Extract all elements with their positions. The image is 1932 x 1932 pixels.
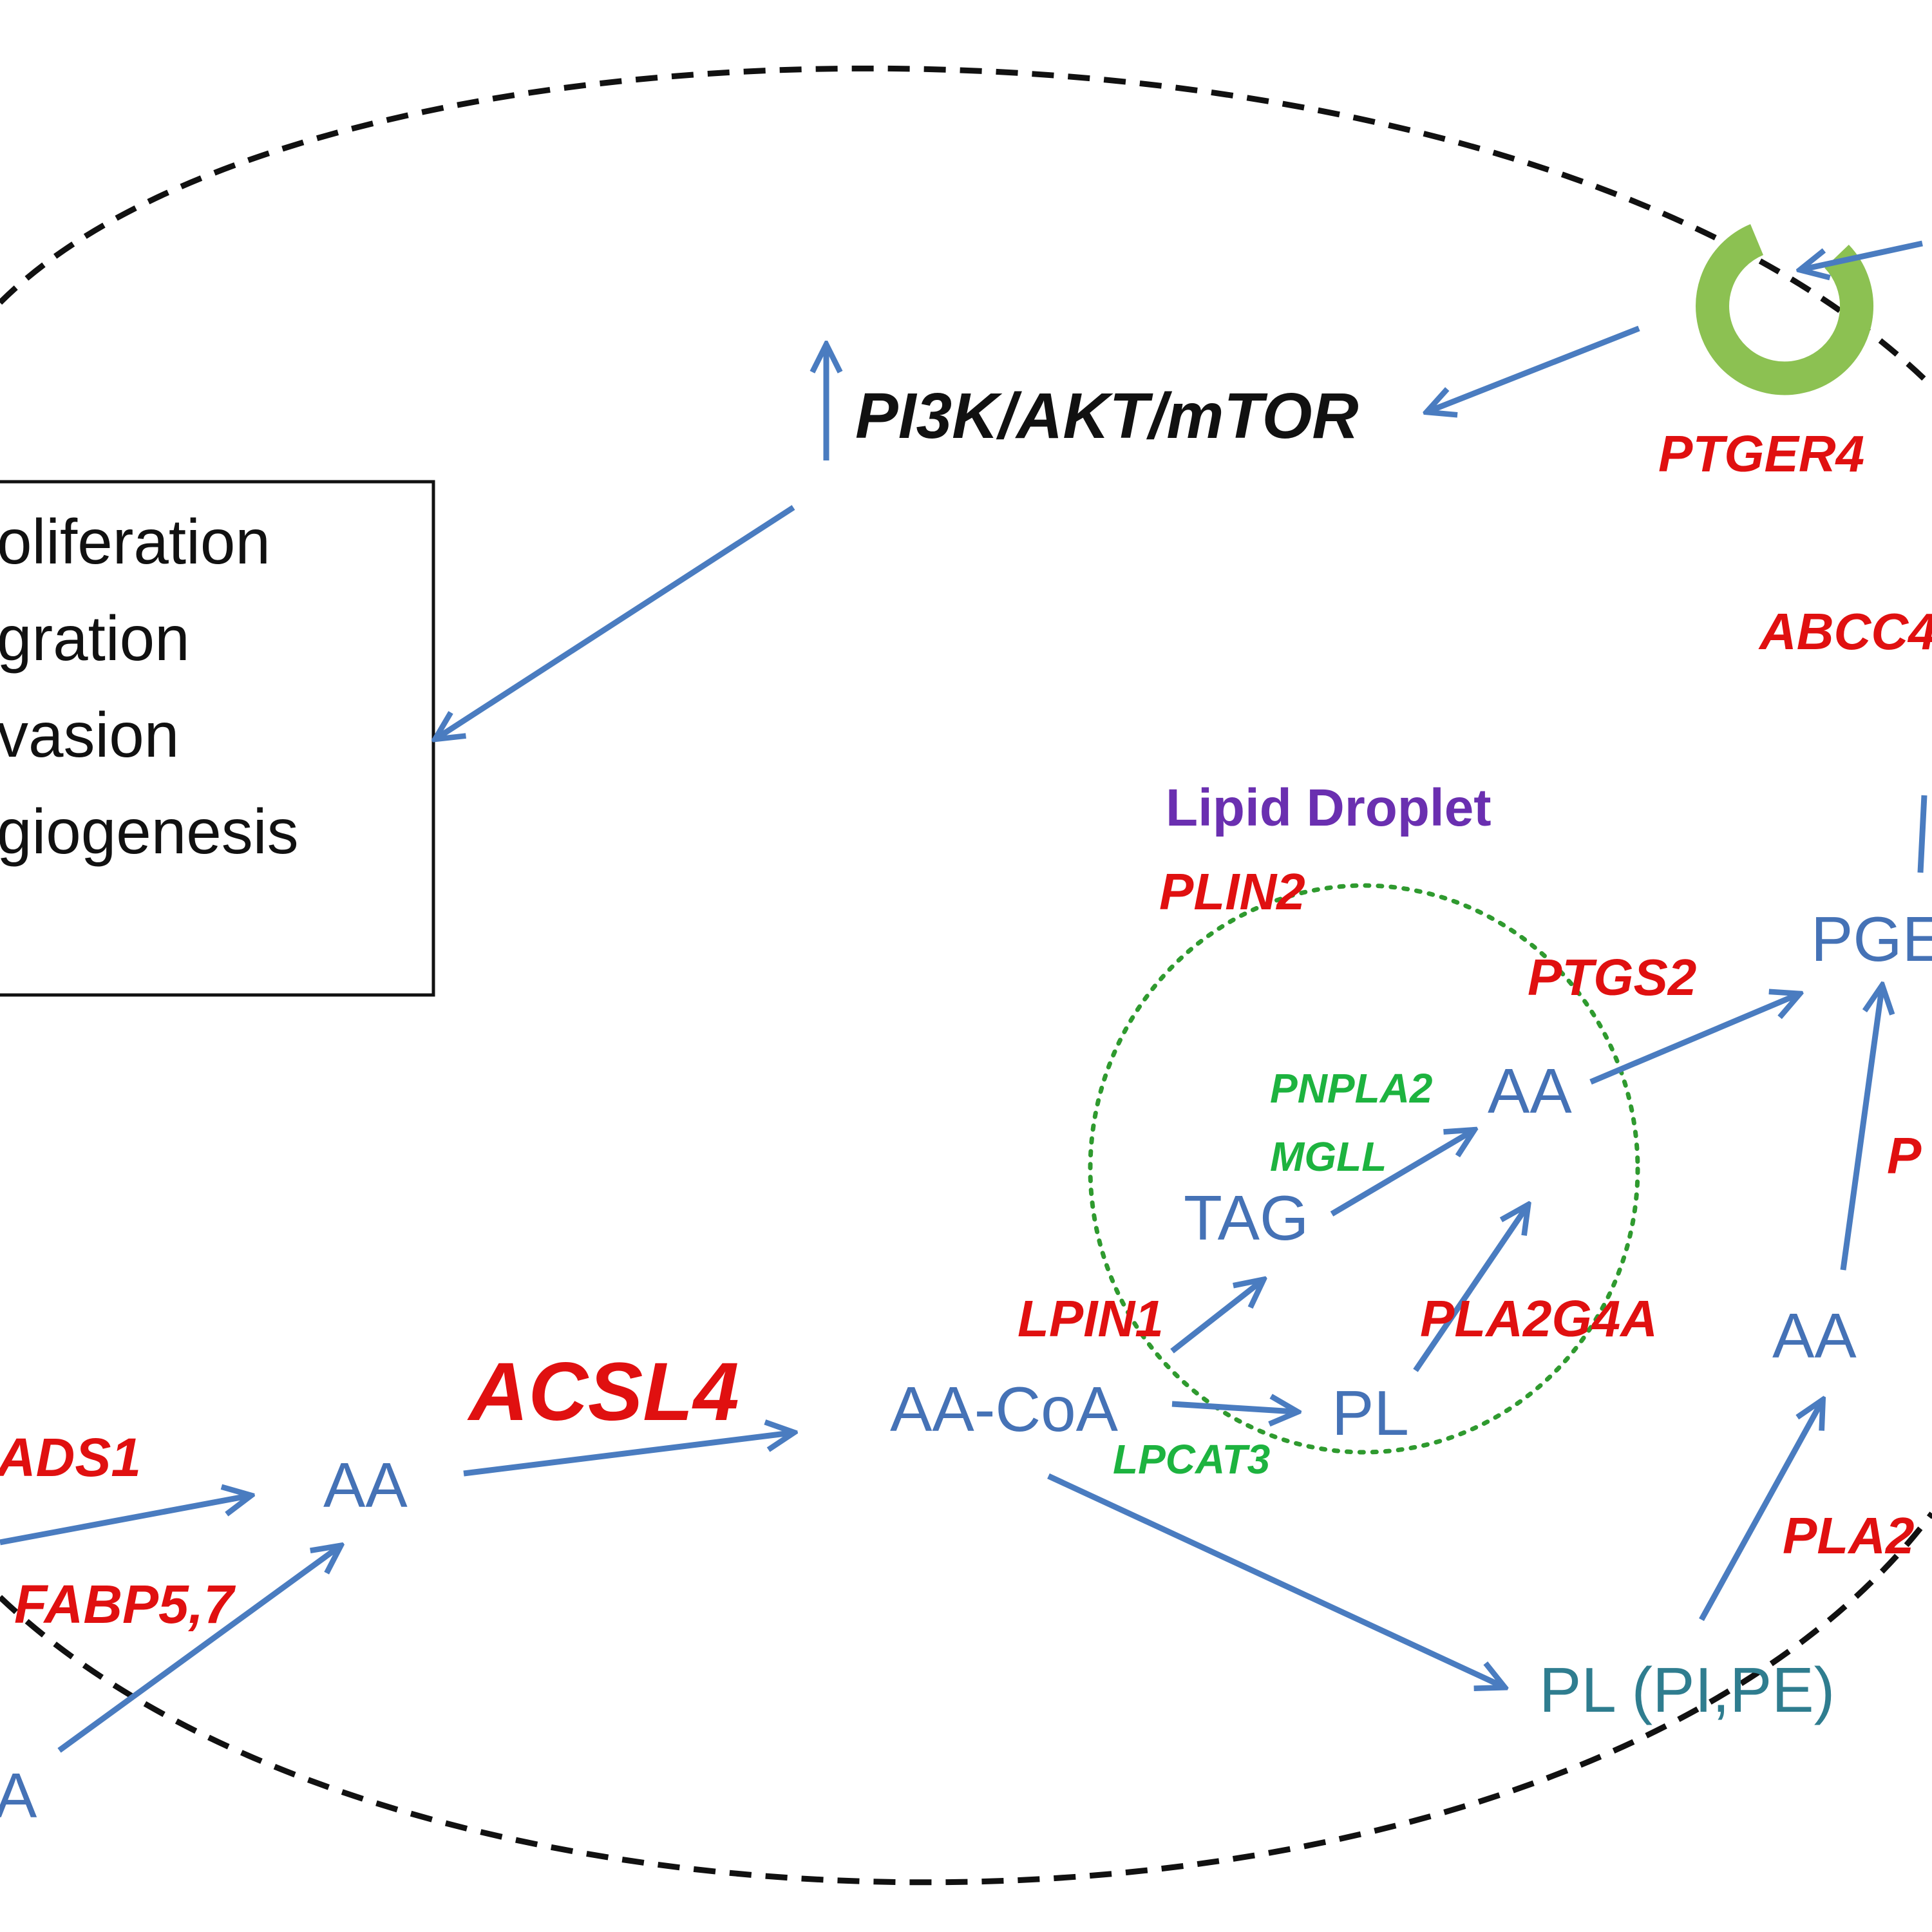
a-bottom-left-label: A xyxy=(0,1760,37,1831)
arrow-aa-to-pge-vertical xyxy=(1840,989,1882,1271)
ptgs2-label: PTGS2 xyxy=(1528,949,1696,1006)
fabp57-label: FABP5,7 xyxy=(14,1574,236,1634)
pnpla2-label: PNPLA2 xyxy=(1270,1065,1433,1112)
pl-pi-pe-label: PL (PI,PE) xyxy=(1539,1654,1835,1725)
lipid-droplet-boundary xyxy=(1088,883,1640,1455)
pla2g4a-label: PLA2G4A xyxy=(1420,1290,1658,1347)
arrow-pi3k-to-outcomes xyxy=(438,505,795,737)
pla2-partial-label: PLA2 xyxy=(1783,1507,1915,1564)
cell-boundary-bottom xyxy=(0,1511,1932,1886)
ptger4-label: PTGER4 xyxy=(1658,425,1864,482)
aa-left-label: AA xyxy=(323,1450,408,1520)
lpcat3-label: LPCAT3 xyxy=(1113,1436,1270,1482)
lpin1-label: LPIN1 xyxy=(1018,1290,1164,1347)
mgll-label: MGLL xyxy=(1270,1133,1387,1180)
arrow-aa-to-pge xyxy=(1589,995,1797,1085)
aa-coa-label: AA-CoA xyxy=(890,1374,1119,1444)
arrow-aacoa-to-tag xyxy=(1170,1282,1261,1354)
arrow-tag-to-aa xyxy=(1330,1132,1472,1217)
arrow-plpipe-to-aa xyxy=(1699,1403,1821,1622)
ptger4-receptor-icon xyxy=(1696,224,1874,395)
plin2-label: PLIN2 xyxy=(1159,863,1305,920)
droplet-aa-label: AA xyxy=(1488,1056,1572,1126)
acsl4-label: ACSL4 xyxy=(467,1346,739,1438)
lipid-droplet-title: Lipid Droplet xyxy=(1166,779,1492,837)
cell-boundary-top xyxy=(0,65,1932,389)
aa-right-label: AA xyxy=(1772,1300,1857,1371)
droplet-pl-label: PL xyxy=(1332,1378,1409,1448)
ptgs-partial-label: P xyxy=(1887,1127,1922,1184)
arrow-aacoa-to-pl xyxy=(1171,1404,1294,1412)
abcc4-label: ABCC4 xyxy=(1758,603,1932,660)
outcome-invasion: vasion xyxy=(0,699,179,770)
pge-label: PGE xyxy=(1811,904,1932,974)
pi3k-akt-mtor-label: PI3K/AKT/mTOR xyxy=(855,380,1359,452)
outcome-proliferation: oliferation xyxy=(0,506,270,577)
arrow-receptor-to-pi3k xyxy=(1430,325,1640,411)
arrow-aa-to-aacoa xyxy=(463,1433,791,1477)
arrow-pl-to-aa xyxy=(1413,1208,1526,1372)
outcome-migration: gration xyxy=(0,603,190,674)
arrow-pge-to-abcc4 xyxy=(1917,795,1927,873)
arrow-aacoa-to-plpipe xyxy=(1047,1473,1502,1686)
arrow-external-to-receptor xyxy=(1803,240,1923,269)
outcome-angiogenesis: giogenesis xyxy=(0,796,299,867)
tag-label: TAG xyxy=(1184,1182,1309,1253)
fads1-label: ADS1 xyxy=(0,1427,141,1488)
arrow-fads-to-aa xyxy=(0,1496,248,1546)
arrow-fabp-to-aa xyxy=(57,1548,338,1753)
